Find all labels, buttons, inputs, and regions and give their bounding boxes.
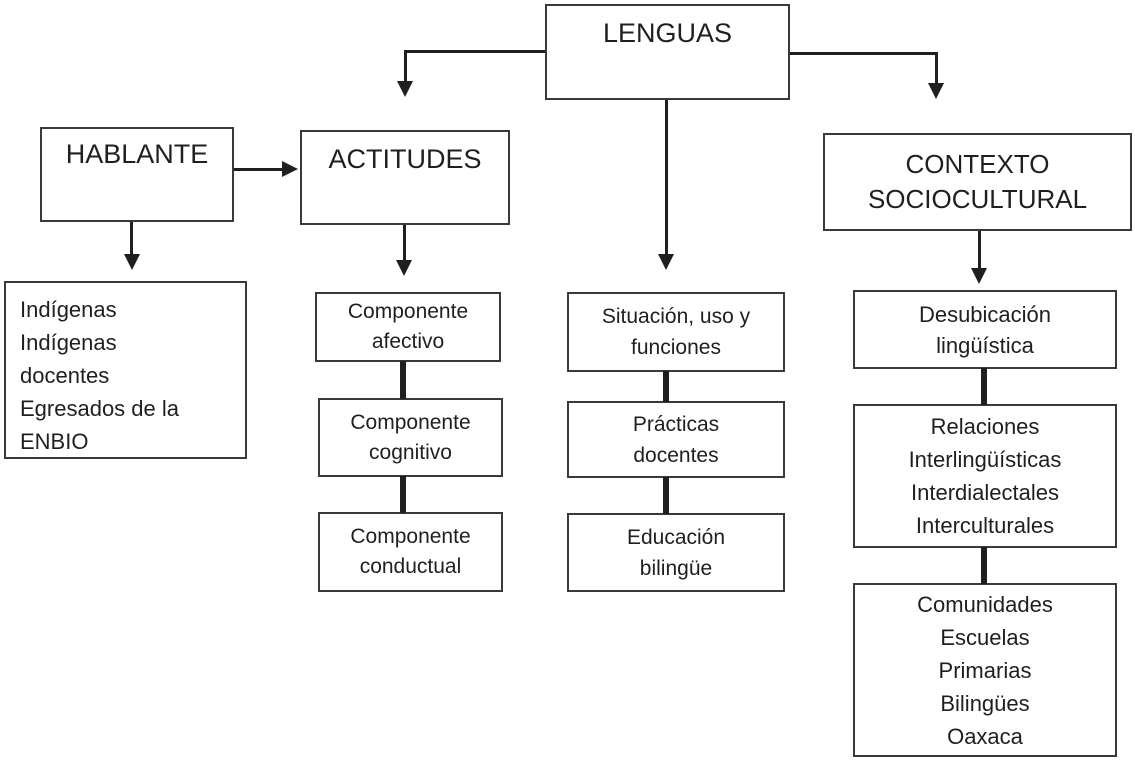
hablante-tipos-line5: ENBIO: [20, 429, 89, 454]
node-comunidades: Comunidades Escuelas Primarias Bilingües…: [853, 583, 1117, 757]
node-desubicacion-linguistica: Desubicación lingüística: [853, 290, 1117, 369]
relaciones-line3: Interdialectales: [911, 480, 1059, 505]
node-educacion-bilingue: Educación bilingüe: [567, 513, 785, 592]
node-componente-afectivo: Componente afectivo: [315, 292, 501, 362]
arrow-hablante-to-actitudes-hline: [234, 168, 284, 171]
arrow-lenguas-to-contexto-hline: [790, 52, 938, 55]
node-practicas-docentes: Prácticas docentes: [567, 401, 785, 478]
node-componente-cognitivo: Componente cognitivo: [318, 398, 503, 477]
arrow-contexto-to-desubicacion-vline: [978, 231, 981, 270]
practicas-line1: Prácticas: [632, 412, 720, 436]
desubicacion-line2: lingüística: [936, 332, 1034, 358]
comunidades-line2: Escuelas: [940, 624, 1030, 650]
situacion-line1: Situación, uso y: [601, 305, 751, 328]
comunidades-line5: Oaxaca: [947, 723, 1023, 749]
node-actitudes-label: ACTITUDES: [328, 144, 482, 174]
desubicacion-line1: Desubicación: [918, 301, 1052, 327]
node-contexto-label-line1: CONTEXTO: [905, 149, 1050, 179]
componente-conductual-line1: Componente: [350, 525, 471, 548]
node-componente-conductual: Componente conductual: [318, 512, 503, 592]
relaciones-line1: Relaciones: [930, 414, 1040, 439]
componente-afectivo-line1: Componente: [347, 300, 469, 323]
connector-afectivo-cognitivo: [400, 361, 406, 399]
node-situacion-uso-funciones: Situación, uso y funciones: [567, 292, 785, 372]
arrowhead-down-hablante-to-tipos: [124, 254, 140, 270]
arrow-lenguas-to-actitudes-vline: [404, 50, 407, 83]
arrow-hablante-to-tipos-vline: [130, 222, 133, 256]
arrow-lenguas-to-situacion-vline: [665, 100, 668, 256]
practicas-line2: docentes: [633, 443, 719, 467]
connector-practicas-educacion: [663, 477, 669, 514]
node-contexto-label-line2: SOCIOCULTURAL: [867, 184, 1088, 214]
node-contexto-sociocultural: CONTEXTO SOCIOCULTURAL: [823, 133, 1132, 231]
componente-cognitivo-line1: Componente: [350, 410, 471, 434]
hablante-tipos-line4: Egresados de la: [20, 396, 179, 421]
arrowhead-down-lenguas-to-contexto: [928, 83, 944, 99]
connector-cognitivo-conductual: [400, 476, 406, 513]
situacion-line2: funciones: [631, 336, 721, 359]
node-hablante: HABLANTE: [40, 127, 234, 222]
componente-conductual-line2: conductual: [359, 555, 462, 578]
componente-afectivo-line2: afectivo: [371, 330, 445, 353]
relaciones-line2: Interlingüísticas: [908, 447, 1062, 472]
arrowhead-down-lenguas-to-situacion: [658, 254, 674, 270]
comunidades-line1: Comunidades: [917, 591, 1053, 617]
arrowhead-down-contexto-to-desubicacion: [971, 268, 987, 284]
relaciones-line4: Interculturales: [915, 513, 1055, 538]
hablante-tipos-line2: Indígenas: [20, 330, 117, 355]
node-hablante-tipos: Indígenas Indígenas docentes Egresados d…: [4, 281, 247, 459]
arrow-lenguas-to-contexto-vline: [935, 52, 938, 85]
comunidades-line4: Bilingües: [940, 690, 1030, 716]
connector-desubicacion-relaciones: [981, 368, 987, 405]
connector-relaciones-comunidades: [981, 547, 987, 584]
comunidades-line3: Primarias: [938, 657, 1032, 683]
node-lenguas: LENGUAS: [545, 4, 790, 100]
educacion-line1: Educación: [626, 525, 726, 549]
hablante-tipos-line1: Indígenas: [20, 297, 117, 322]
arrowhead-down-lenguas-to-actitudes: [397, 81, 413, 97]
node-lenguas-label: LENGUAS: [602, 18, 733, 48]
node-hablante-label: HABLANTE: [65, 139, 209, 169]
arrowhead-down-actitudes-to-afectivo: [396, 260, 412, 276]
connector-situacion-practicas: [663, 371, 669, 402]
educacion-line2: bilingüe: [639, 556, 713, 580]
hablante-tipos-line3: docentes: [20, 363, 110, 388]
arrow-lenguas-to-actitudes-hline: [404, 50, 545, 53]
arrow-actitudes-to-afectivo-vline: [403, 225, 406, 262]
node-relaciones: Relaciones Interlingüísticas Interdialec…: [853, 404, 1117, 548]
node-actitudes: ACTITUDES: [300, 130, 510, 225]
componente-cognitivo-line2: cognitivo: [369, 440, 452, 464]
arrowhead-right-hablante-to-actitudes: [282, 161, 298, 177]
